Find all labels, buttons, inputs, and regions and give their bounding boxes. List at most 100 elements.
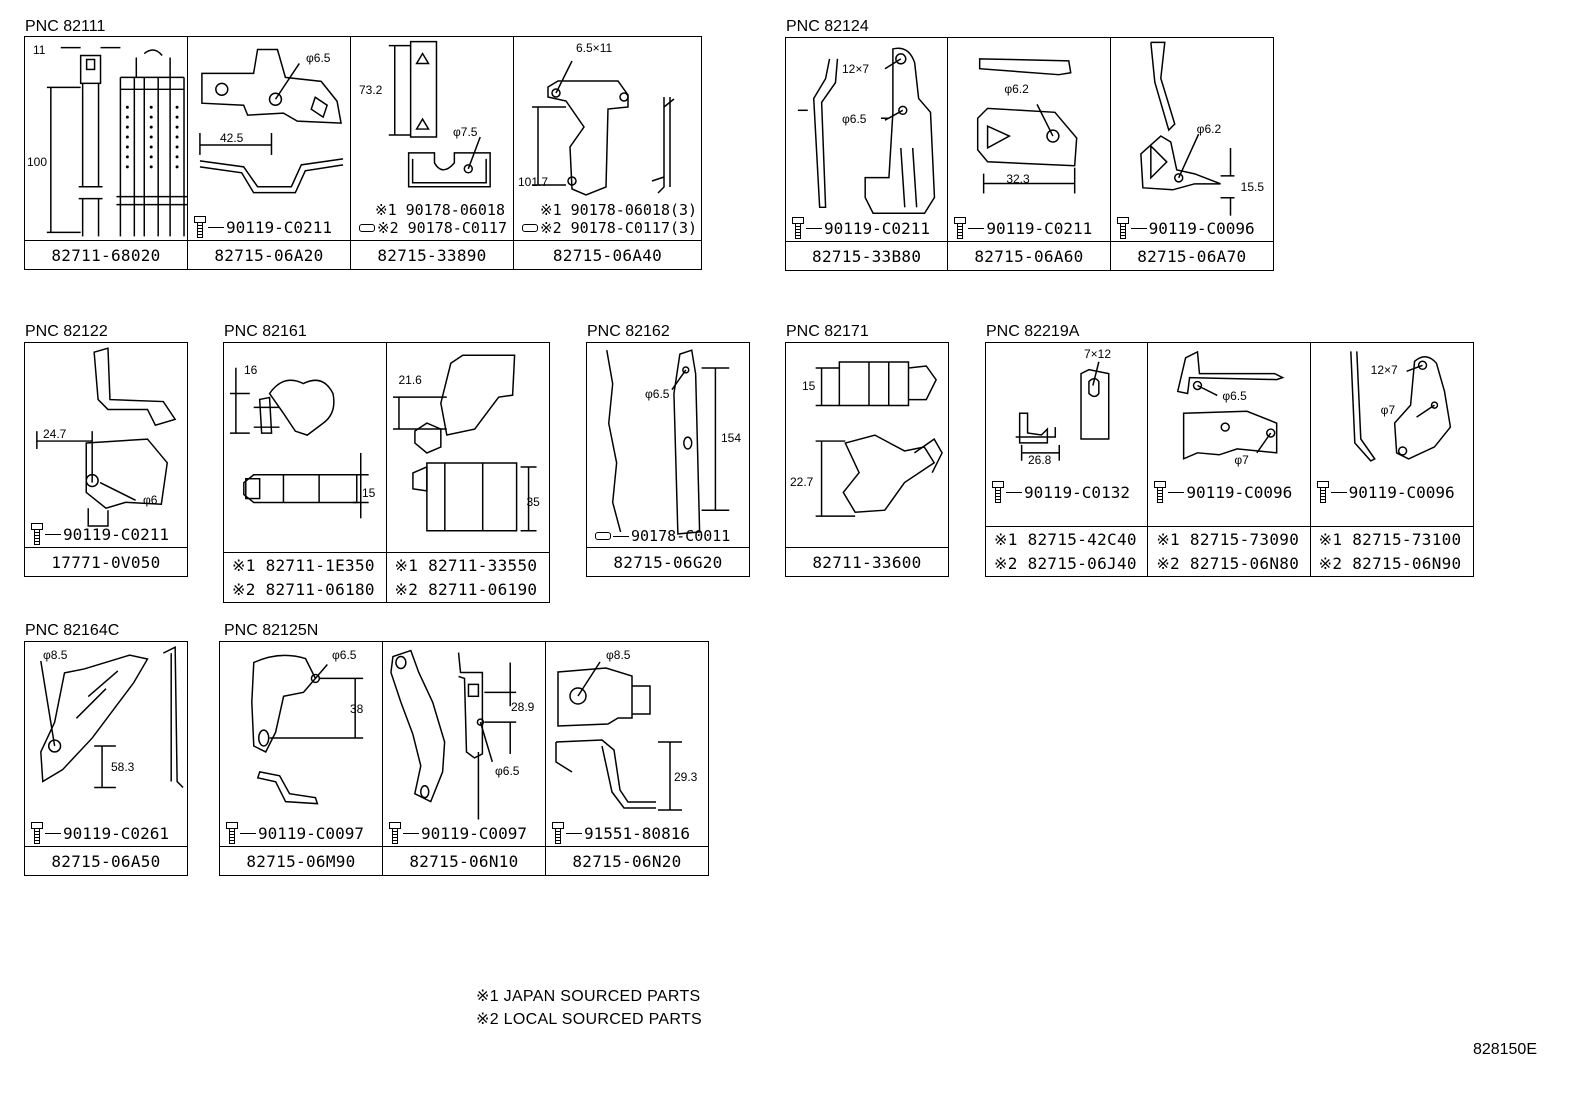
fastener-local: ※2 90178-C0117(3)	[522, 219, 697, 237]
fastener-japan: ※1 90178-06018(3)	[540, 201, 698, 219]
pnc-group-82162: φ6.5 154 90178-C0011 82715-06G20	[586, 342, 750, 577]
clip-icon	[359, 224, 375, 232]
band-illustration	[46, 46, 187, 237]
dimension-label: 38	[350, 702, 364, 716]
part-number: 82715-06A40	[514, 240, 701, 269]
fastener-local: ※2 90178-C0117	[359, 219, 507, 237]
fastener-label: 90119-C0211	[954, 215, 1092, 241]
part-number: 17771-0V050	[25, 547, 187, 576]
fastener-label: 90119-C0261	[31, 820, 169, 846]
dimension-label: φ7	[1380, 403, 1396, 417]
bracket-illustration	[40, 646, 184, 789]
dimension-label: 22.7	[790, 475, 814, 489]
dimension-label: φ6.2	[1196, 122, 1222, 136]
part-cell[interactable]: φ6.2 15.5 90119-C0096 82715-06A70	[1110, 38, 1273, 270]
part-cell[interactable]: φ8.5 58.3 90119-C0261 82715-06A50	[25, 642, 187, 875]
bracket-illustration	[1015, 361, 1110, 461]
dimension-label: 12×7	[1370, 363, 1398, 377]
fastener-label: 90119-C0096	[1154, 479, 1292, 505]
bracket-illustration	[199, 48, 344, 194]
bolt-icon	[792, 217, 804, 239]
part-number: ※1 82715-73090 ※2 82715-06N80	[1148, 526, 1310, 576]
bracket-illustration	[797, 47, 936, 214]
dimension-label: 32.3	[1006, 172, 1030, 186]
part-number: 82715-06M90	[220, 846, 382, 875]
dimension-label: φ6.5	[306, 51, 331, 65]
part-number: 82711-33600	[786, 547, 948, 576]
bolt-icon	[389, 822, 401, 844]
part-number-japan: ※1 82715-42C40	[994, 529, 1137, 549]
dimension-label: 11	[33, 43, 46, 57]
part-cell[interactable]: 73.2 φ7.5 ※1 90178-06018 ※2 90178-C0117 …	[351, 37, 514, 269]
pnc-group-82219a: 7×12 26.8 90119-C0132 ※1 82715-42C40 ※2 …	[985, 342, 1474, 577]
part-number-japan: ※1 82715-73090	[1156, 529, 1300, 549]
dimension-label: φ6.5	[332, 648, 357, 662]
part-number: ※1 82711-33550 ※2 82711-06190	[386, 552, 549, 602]
part-number: 82715-06A60	[948, 241, 1110, 270]
part-number: 82715-06A50	[25, 846, 187, 875]
bracket-illustration	[1139, 41, 1235, 216]
part-cell[interactable]: φ6.2 32.3 90119-C0211 82715-06A60	[948, 38, 1111, 270]
part-cell[interactable]: φ8.5 29.3 91551-80816 82715-06N20	[546, 642, 708, 875]
pnc-group-82171: 15 22.7 82711-33600	[785, 342, 949, 577]
dimension-label: 15	[362, 486, 376, 500]
part-number-japan: ※1 82711-1E350	[232, 555, 375, 575]
fastener-japan: ※1 90178-06018	[375, 201, 505, 219]
part-cell[interactable]: 6.5×11 101.7 ※1 90178-06018(3) ※2 90178-…	[514, 37, 701, 269]
dimension-label: φ6	[143, 493, 158, 507]
dimension-label: 100	[27, 155, 48, 169]
legend-local: ※2 LOCAL SOURCED PARTS	[476, 1011, 702, 1028]
fastener-label: 90119-C0097	[226, 820, 364, 846]
pnc-label-82111: PNC 82111	[25, 18, 106, 35]
fastener-label: ※1 90178-06018 ※2 90178-C0117	[359, 201, 507, 237]
part-cell[interactable]: 12×7 φ6.5 90119-C0211 82715-33B80	[786, 38, 949, 270]
diagram-code: 828150E	[1472, 1041, 1537, 1058]
fastener-label: 90178-C0011	[595, 525, 730, 547]
pnc-group-82161: 16 15 ※1 82711-1E350 ※2 82711-06180 21.6…	[223, 342, 550, 603]
part-cell[interactable]: φ6.5 φ7 90119-C0096 ※1 82715-73090 ※2 82…	[1148, 343, 1311, 576]
pnc-label-82161: PNC 82161	[224, 323, 307, 340]
part-number-japan: ※1 82715-73100	[1318, 529, 1462, 549]
pnc-label-82171: PNC 82171	[786, 323, 869, 340]
fastener-label: 90119-C0211	[194, 214, 332, 240]
dimension-label: φ6.5	[495, 764, 520, 778]
part-cell[interactable]: 16 15 ※1 82711-1E350 ※2 82711-06180	[224, 343, 387, 602]
part-number-japan: ※1 82711-33550	[394, 555, 538, 575]
bolt-icon	[31, 523, 43, 545]
part-number: ※1 82711-1E350 ※2 82711-06180	[224, 552, 386, 602]
part-cell[interactable]: 21.6 35 ※1 82711-33550 ※2 82711-06190	[386, 343, 549, 602]
dimension-label: φ6.5	[645, 387, 670, 401]
part-number: 82715-06A70	[1110, 241, 1273, 270]
pnc-label-82164c: PNC 82164C	[25, 622, 120, 639]
part-cell[interactable]: φ6.5 154 90178-C0011 82715-06G20	[587, 343, 749, 576]
clip-illustration	[392, 354, 537, 532]
dimension-label: 6.5×11	[576, 41, 613, 55]
dimension-label: 15	[802, 379, 816, 393]
pnc-label-82124: PNC 82124	[786, 18, 869, 35]
legend-japan: ※1 JAPAN SOURCED PARTS	[476, 988, 701, 1005]
dimension-label: φ6.5	[1222, 389, 1247, 403]
part-number: 82715-06A20	[188, 240, 350, 269]
bracket-illustration	[36, 347, 177, 527]
part-cell[interactable]: 7×12 26.8 90119-C0132 ※1 82715-42C40 ※2 …	[986, 343, 1149, 576]
part-cell[interactable]: 11 100 82711-68020	[25, 37, 188, 269]
bracket-illustration	[390, 649, 517, 820]
dimension-label: 35	[526, 495, 540, 509]
bracket-illustration	[555, 661, 682, 811]
dimension-label: 73.2	[359, 83, 383, 97]
pnc-label-82219a: PNC 82219A	[986, 323, 1080, 340]
part-cell[interactable]: 12×7 φ7 90119-C0096 ※1 82715-73100 ※2 82…	[1310, 343, 1473, 576]
source-legend: ※1 JAPAN SOURCED PARTS ※2 LOCAL SOURCED …	[476, 985, 702, 1031]
clip-icon	[522, 224, 538, 232]
part-cell[interactable]: 28.9 φ6.5 90119-C0097 82715-06N10	[383, 642, 546, 875]
part-number-local: ※2 82715-06N90	[1318, 553, 1462, 573]
part-cell[interactable]: φ6.5 42.5 90119-C0211 82715-06A20	[188, 37, 351, 269]
part-cell[interactable]: 24.7 φ6 90119-C0211 17771-0V050	[25, 343, 187, 576]
pnc-label-82125n: PNC 82125N	[224, 622, 319, 639]
bracket-illustration	[1349, 351, 1451, 462]
fastener-label: 90119-C0211	[792, 215, 930, 241]
part-cell[interactable]: 15 22.7 82711-33600	[786, 343, 948, 576]
fastener-label: 91551-80816	[552, 820, 690, 846]
dimension-label: 21.6	[398, 373, 422, 387]
part-cell[interactable]: φ6.5 38 90119-C0097 82715-06M90	[220, 642, 383, 875]
